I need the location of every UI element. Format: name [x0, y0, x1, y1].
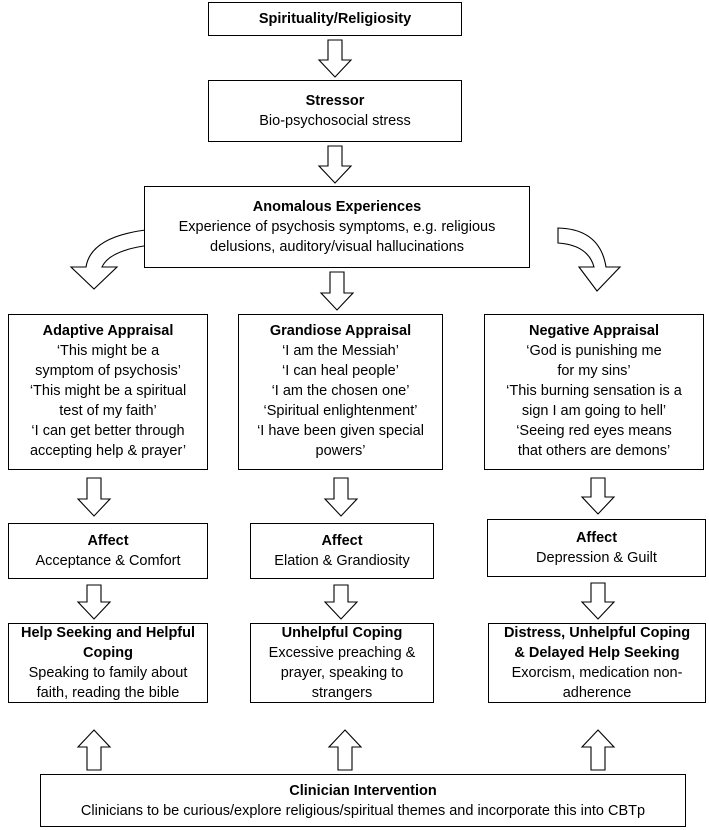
adaptive-appraisal-line: symptom of psychosis’ — [35, 363, 181, 379]
adaptive-appraisal-title: Adaptive Appraisal — [42, 323, 174, 339]
help-seeking-title-line-1: Help Seeking and Helpful — [20, 625, 196, 641]
distress-title-line-1: Distress, Unhelpful Coping — [503, 625, 691, 641]
negative-appraisal-line: ‘This burning sensation is a — [506, 383, 682, 399]
affect-middle-title: Affect — [321, 533, 363, 549]
anomalous-text-line-2: delusions, auditory/visual hallucination… — [210, 239, 464, 255]
unhelpful-coping-text-line-2: prayer, speaking to — [280, 665, 404, 681]
anomalous-experiences-box: Anomalous Experiences Experience of psyc… — [144, 186, 530, 268]
affect-middle-text: Elation & Grandiosity — [274, 553, 410, 569]
affect-left-text: Acceptance & Comfort — [35, 553, 181, 569]
up-arrow-to-coping-right — [580, 729, 616, 771]
distress-coping-box: Distress, Unhelpful Coping & Delayed Hel… — [488, 623, 706, 703]
stressor-title: Stressor — [305, 93, 365, 109]
adaptive-appraisal-line: accepting help & prayer’ — [29, 443, 187, 459]
stressor-text: Bio-psychosocial stress — [259, 113, 411, 129]
clinician-intervention-title: Clinician Intervention — [289, 782, 437, 799]
distress-title-line-2: & Delayed Help Seeking — [514, 645, 680, 661]
affect-left-box: Affect Acceptance & Comfort — [8, 523, 208, 579]
grandiose-appraisal-line: ‘I can heal people’ — [282, 363, 399, 379]
grandiose-appraisal-line: ‘I have been given special — [257, 423, 424, 439]
unhelpful-coping-box: Unhelpful Coping Excessive preaching & p… — [250, 623, 434, 703]
down-arrow-to-coping-right — [580, 582, 616, 620]
negative-appraisal-line: that others are demons’ — [517, 443, 671, 459]
up-arrow-to-coping-middle — [327, 729, 363, 771]
spirituality-title: Spirituality/Religiosity — [258, 11, 412, 27]
unhelpful-coping-title: Unhelpful Coping — [281, 625, 403, 641]
help-seeking-title-line-2: Coping — [83, 645, 133, 661]
anomalous-text-line-1: Experience of psychosis symptoms, e.g. r… — [178, 219, 496, 235]
down-arrow-to-grandiose — [319, 271, 355, 311]
grandiose-appraisal-line: ‘I am the Messiah’ — [282, 343, 399, 359]
down-arrow-to-affect-middle — [323, 477, 359, 517]
affect-left-title: Affect — [87, 533, 129, 549]
adaptive-appraisal-line: ‘This might be a spiritual — [29, 383, 187, 399]
grandiose-appraisal-title: Grandiose Appraisal — [269, 323, 412, 339]
grandiose-appraisal-line: powers’ — [315, 443, 366, 459]
negative-appraisal-title: Negative Appraisal — [528, 323, 659, 339]
curved-arrow-right — [557, 227, 622, 292]
down-arrow-to-affect-left — [76, 477, 112, 517]
unhelpful-coping-text-line-3: strangers — [311, 685, 373, 701]
clinician-intervention-box: Clinician Intervention Clinicians to be … — [40, 774, 686, 827]
negative-appraisal-line: sign I am going to hell’ — [521, 403, 667, 419]
adaptive-appraisal-line: test of my faith’ — [59, 403, 157, 419]
adaptive-appraisal-line: ‘I can get better through — [31, 423, 185, 439]
stressor-box: Stressor Bio-psychosocial stress — [208, 80, 462, 142]
help-seeking-text-line-1: Speaking to family about — [28, 665, 188, 681]
affect-right-title: Affect — [575, 530, 618, 546]
negative-appraisal-line: for my sins’ — [557, 363, 631, 379]
affect-right-text: Depression & Guilt — [536, 550, 657, 566]
help-seeking-coping-box: Help Seeking and Helpful Coping Speaking… — [8, 623, 208, 703]
up-arrow-to-coping-left — [76, 729, 112, 771]
down-arrow-to-stressor — [317, 39, 353, 78]
down-arrow-to-coping-left — [76, 584, 112, 620]
anomalous-title: Anomalous Experiences — [252, 199, 422, 215]
grandiose-appraisal-line: ‘I am the chosen one’ — [271, 383, 410, 399]
distress-text-line-1: Exorcism, medication non- — [511, 665, 683, 681]
affect-middle-box: Affect Elation & Grandiosity — [250, 523, 434, 579]
down-arrow-to-anomalous — [317, 145, 353, 184]
grandiose-appraisal-line: ‘Spiritual enlightenment’ — [263, 403, 418, 419]
unhelpful-coping-text-line-1: Excessive preaching & — [268, 645, 416, 661]
spirituality-box: Spirituality/Religiosity — [208, 2, 462, 36]
affect-right-box: Affect Depression & Guilt — [487, 519, 706, 577]
down-arrow-to-coping-middle — [323, 584, 359, 620]
negative-appraisal-line: ‘Seeing red eyes means — [516, 423, 672, 439]
adaptive-appraisal-box: Adaptive Appraisal ‘This might be a symp… — [8, 314, 208, 470]
distress-text-line-2: adherence — [562, 685, 632, 701]
help-seeking-text-line-2: faith, reading the bible — [36, 685, 180, 701]
grandiose-appraisal-box: Grandiose Appraisal ‘I am the Messiah’ ‘… — [238, 314, 443, 470]
negative-appraisal-line: ‘God is punishing me — [526, 343, 662, 359]
down-arrow-to-affect-right — [580, 477, 616, 515]
negative-appraisal-box: Negative Appraisal ‘God is punishing me … — [484, 314, 704, 470]
adaptive-appraisal-line: ‘This might be a — [56, 343, 160, 359]
clinician-intervention-text: Clinicians to be curious/explore religio… — [80, 802, 646, 819]
